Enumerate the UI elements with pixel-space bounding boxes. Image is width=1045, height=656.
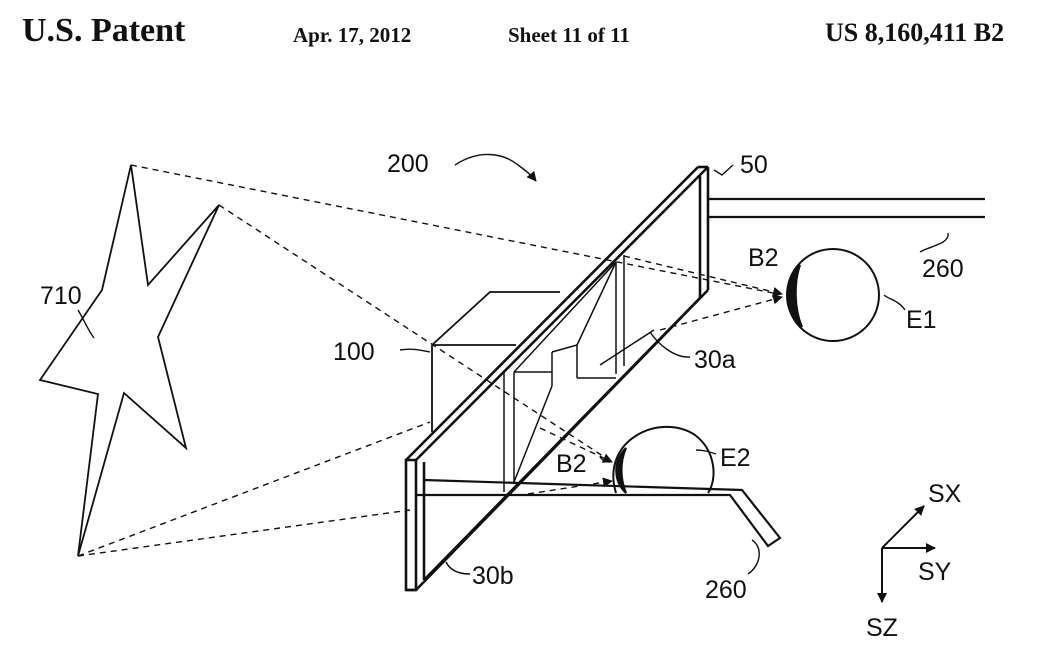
frame-panel — [404, 165, 710, 592]
temple-lower — [416, 478, 782, 548]
eye-lower — [612, 425, 715, 494]
label-projector: 100 — [333, 338, 375, 366]
temple-upper — [708, 197, 985, 219]
star-object — [38, 164, 220, 557]
projector-box — [431, 291, 560, 432]
light-guide — [503, 255, 655, 492]
label-object: 710 — [40, 282, 82, 310]
patent-number: US 8,160,411 B2 — [825, 18, 1005, 47]
label-beam-upper: B2 — [748, 244, 779, 272]
label-eye-lower: E2 — [720, 444, 751, 472]
axes-indicator — [877, 505, 936, 603]
label-frame: 50 — [740, 151, 768, 179]
label-temple-upper: 260 — [922, 255, 964, 283]
label-eye-upper: E1 — [906, 306, 937, 334]
label-axis-x: SX — [928, 480, 962, 508]
light-rays — [77, 164, 779, 557]
sheet-number: Sheet 11 of 11 — [508, 23, 630, 47]
label-axis-y: SY — [918, 558, 952, 586]
label-plate-lower: 30b — [472, 562, 514, 590]
beam-arrows — [527, 255, 783, 495]
eye-upper — [786, 248, 880, 342]
label-plate-upper: 30a — [694, 346, 736, 374]
label-beam-lower: B2 — [556, 450, 587, 478]
label-system: 200 — [387, 150, 429, 178]
label-axis-z: SZ — [866, 614, 898, 642]
page-header: U.S. Patent Apr. 17, 2012 Sheet 11 of 11… — [0, 12, 1045, 52]
label-temple-lower: 260 — [705, 576, 747, 604]
patent-date: Apr. 17, 2012 — [293, 23, 412, 47]
leader-lines — [77, 153, 949, 575]
patent-title: U.S. Patent — [22, 12, 186, 49]
